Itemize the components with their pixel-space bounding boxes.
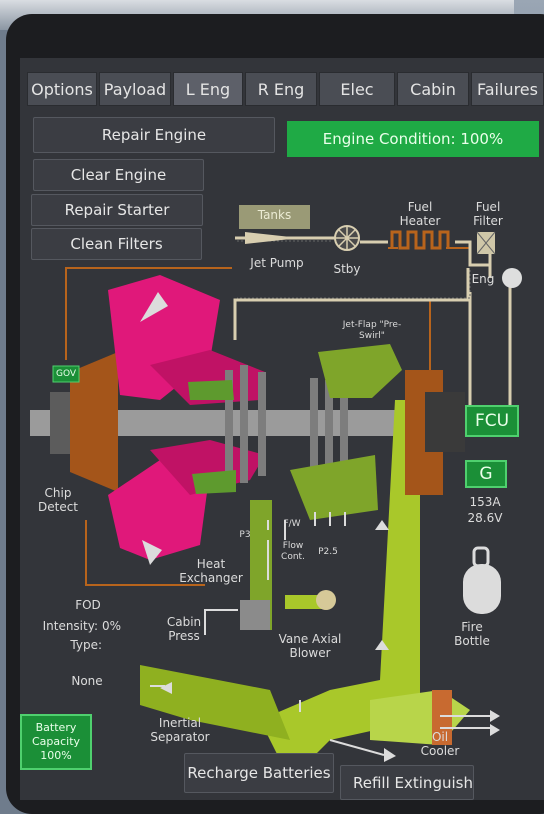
flow-cont-label: Flow Cont. bbox=[281, 541, 305, 562]
chip-detect-label: Chip Detect bbox=[37, 486, 78, 514]
fuel-filter-label: Fuel Filter bbox=[473, 200, 503, 228]
fw-label: F/W bbox=[283, 519, 301, 529]
generator-indicator: G bbox=[465, 460, 507, 488]
stby-label: Stby bbox=[333, 262, 361, 276]
inertial-separator-label: Inertial Separator bbox=[150, 716, 210, 744]
jet-flap-label: Jet-Flap "Pre-Swirl" bbox=[342, 320, 402, 341]
tab-elec[interactable]: Elec bbox=[319, 72, 395, 106]
fcu-indicator: FCU bbox=[465, 405, 519, 437]
p25-label: P2.5 bbox=[318, 547, 338, 557]
fod-type-label: Type: bbox=[70, 638, 102, 652]
heat-exchanger-label: Heat Exchanger bbox=[179, 557, 243, 585]
generator-volts: 28.6V bbox=[467, 511, 503, 525]
engine-condition-status: Engine Condition: 100% bbox=[287, 121, 539, 157]
vane-axial-blower-label: Vane Axial Blower bbox=[278, 632, 342, 660]
fod-type-value: None bbox=[71, 674, 103, 688]
fod-title: FOD bbox=[75, 598, 101, 612]
fire-bottle-label: Fire Bottle bbox=[454, 620, 490, 648]
generator-amps: 153A bbox=[469, 495, 501, 509]
tab-l-eng[interactable]: L Eng bbox=[173, 72, 243, 106]
repair-starter-button[interactable]: Repair Starter bbox=[31, 194, 203, 226]
tab-options[interactable]: Options bbox=[27, 72, 97, 106]
repair-engine-button[interactable]: Repair Engine bbox=[33, 117, 275, 153]
tanks-label: Tanks bbox=[257, 208, 292, 222]
jet-pump-label: Jet Pump bbox=[250, 256, 304, 270]
clean-filters-button[interactable]: Clean Filters bbox=[31, 228, 202, 260]
fuel-heater-label: Fuel Heater bbox=[399, 200, 441, 228]
tab-cabin[interactable]: Cabin bbox=[397, 72, 469, 106]
clear-engine-button[interactable]: Clear Engine bbox=[33, 159, 204, 191]
battery-capacity-indicator: Battery Capacity 100% bbox=[20, 714, 92, 770]
p3-label: P3 bbox=[239, 530, 251, 540]
oil-cooler-label: Oil Cooler bbox=[420, 730, 460, 758]
fod-intensity-value: 0% bbox=[102, 619, 122, 633]
refill-extinguisher-button[interactable]: Refill Extinguisher bbox=[340, 765, 474, 800]
tab-payload[interactable]: Payload bbox=[99, 72, 171, 106]
tab-r-eng[interactable]: R Eng bbox=[245, 72, 317, 106]
tab-failures[interactable]: Failures bbox=[471, 72, 544, 106]
gov-label: GOV bbox=[55, 369, 77, 379]
eng-label: Eng bbox=[471, 272, 495, 286]
recharge-batteries-button[interactable]: Recharge Batteries bbox=[184, 753, 334, 793]
cabin-press-label: Cabin Press bbox=[166, 615, 202, 643]
fod-intensity-label: Intensity: bbox=[42, 619, 98, 633]
